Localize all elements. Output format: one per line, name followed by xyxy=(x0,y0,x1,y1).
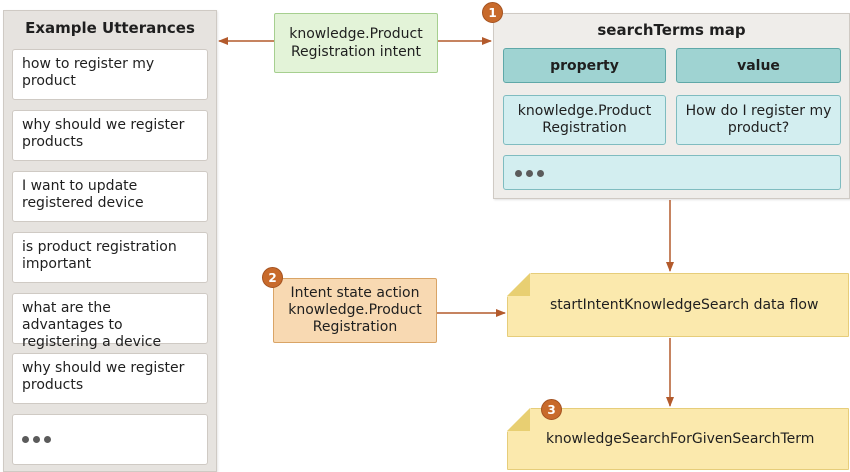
search-terms-map-title: searchTerms map xyxy=(597,21,746,39)
utterance-card: how to register my product xyxy=(12,49,208,100)
utterance-card: is product registration important xyxy=(12,232,208,283)
fold-shadow xyxy=(507,273,530,296)
ellipsis-icon xyxy=(22,436,51,443)
property-cell: knowledge.Product Registration xyxy=(503,95,666,145)
data-flow-label: startIntentKnowledgeSearch data flow xyxy=(550,297,819,313)
intent-state-action-label: Intent state action knowledge.Product Re… xyxy=(288,285,422,335)
step-3-badge: 3 xyxy=(541,399,562,420)
step-1-badge: 1 xyxy=(482,2,503,23)
example-utterances-panel: Example Utterances how to register my pr… xyxy=(3,10,217,472)
property-header: property xyxy=(503,48,666,83)
utterance-card: why should we register products xyxy=(12,353,208,404)
ellipsis-icon xyxy=(515,170,544,177)
utterance-card: what are the advantages to registering a… xyxy=(12,293,208,350)
utterance-more-card xyxy=(12,414,208,465)
value-cell: How do I register my product? xyxy=(676,95,841,145)
value-header: value xyxy=(676,48,841,83)
data-flow-note: startIntentKnowledgeSearch data flow xyxy=(507,273,849,337)
utterance-card: why should we register products xyxy=(12,110,208,161)
knowledge-search-label: knowledgeSearchForGivenSearchTerm xyxy=(546,431,815,447)
step-2-badge: 2 xyxy=(262,267,283,288)
intent-box: knowledge.Product Registration intent xyxy=(274,13,438,73)
intent-label: knowledge.Product Registration intent xyxy=(289,26,423,60)
utterance-card: I want to update registered device xyxy=(12,171,208,222)
map-more-row xyxy=(503,155,841,190)
knowledge-search-note: knowledgeSearchForGivenSearchTerm xyxy=(507,408,849,470)
intent-state-action-box: Intent state action knowledge.Product Re… xyxy=(273,278,437,343)
example-utterances-title: Example Utterances xyxy=(25,19,195,37)
search-terms-map-panel: searchTerms map property value knowledge… xyxy=(493,13,850,199)
fold-shadow xyxy=(507,408,530,431)
